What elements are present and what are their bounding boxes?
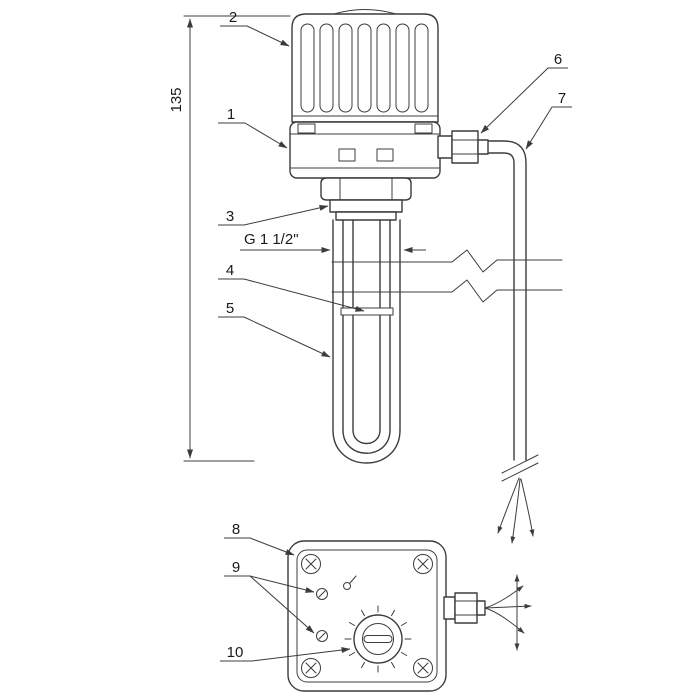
indicator-lamp [343,575,357,590]
leader-9b [249,575,315,634]
cable-inner-edge [487,152,515,461]
gland-hex-nut [451,130,479,164]
leader-4 [218,278,365,312]
leader-5 [218,316,331,358]
thermostat-cap [291,9,439,123]
junction-box-view [287,540,532,692]
break-line-upper [331,249,563,273]
heating-elements [332,219,401,464]
thread-neck [335,211,397,221]
housing-terminal-right [376,148,394,162]
label-4: 4 [226,262,234,279]
cable-break-mark-2 [501,462,539,482]
box-gland-hex [454,592,478,624]
cable-outer-edge [487,140,527,461]
cap-outline [291,13,439,123]
output-wire-2 [484,603,532,609]
terminal-screws [316,588,328,642]
element-spacer-plate [340,307,394,316]
label-2: 2 [229,9,237,26]
label-7: 7 [558,90,566,107]
leader-10 [220,647,351,662]
dial-tick-marks [344,605,412,673]
leader-6 [480,67,568,134]
label-6: 6 [554,51,562,68]
dial-slot [363,635,393,643]
gland-tip [477,139,489,155]
box-lid-seam [296,549,438,683]
cap-ribs [300,23,429,113]
dimension-text-135: 135 [168,87,185,112]
element-bend-inner [352,429,381,445]
cap-dome [333,9,397,15]
cable-gland [437,130,489,164]
leader-1 [218,122,288,149]
cable-wire-strands [497,477,535,544]
cable-break-mark-1 [501,454,539,474]
box-gland-tip [476,600,486,616]
box-gland-base [443,596,456,620]
wire-strand-3 [520,478,535,537]
label-3: 3 [226,208,234,225]
output-wire-3 [484,607,525,634]
output-wires [484,574,532,651]
box-cable-gland [443,592,486,624]
thermostat-dial [344,605,412,673]
thread-bushing [320,177,412,221]
part-labels-main-view: 2 1 6 7 3 4 5 [218,9,572,358]
wire-strand-1 [497,477,520,534]
leader-7 [525,106,572,150]
label-9: 9 [232,559,240,576]
cable [487,140,539,544]
label-10: 10 [227,644,244,661]
thermostat-housing [289,121,441,179]
label-1: 1 [227,106,235,123]
dimension-135: 1 3 5 [168,15,291,462]
gland-base [437,135,453,159]
part-labels-bottom-view: 8 9 10 [220,521,351,662]
element-bend-middle [342,429,391,454]
break-lines [331,249,563,303]
corner-screws [301,554,433,678]
thread-spec-text: G 1 1/2" [244,231,299,248]
label-5: 5 [226,300,234,317]
thread-collar [329,199,403,213]
housing-terminal-left [338,148,356,162]
thread-dimension: G 1 1/2" [240,231,426,253]
housing-detail-right [414,123,433,134]
element-bend-outer [332,429,401,464]
leader-2 [220,25,290,47]
housing-detail-left [297,123,316,134]
label-8: 8 [232,521,240,538]
leader-8 [224,537,295,556]
hex-nut [320,177,412,201]
break-line-lower [331,279,563,303]
leader-3 [218,204,329,226]
wire-strand-2 [510,478,521,544]
output-wire-1 [484,585,524,609]
